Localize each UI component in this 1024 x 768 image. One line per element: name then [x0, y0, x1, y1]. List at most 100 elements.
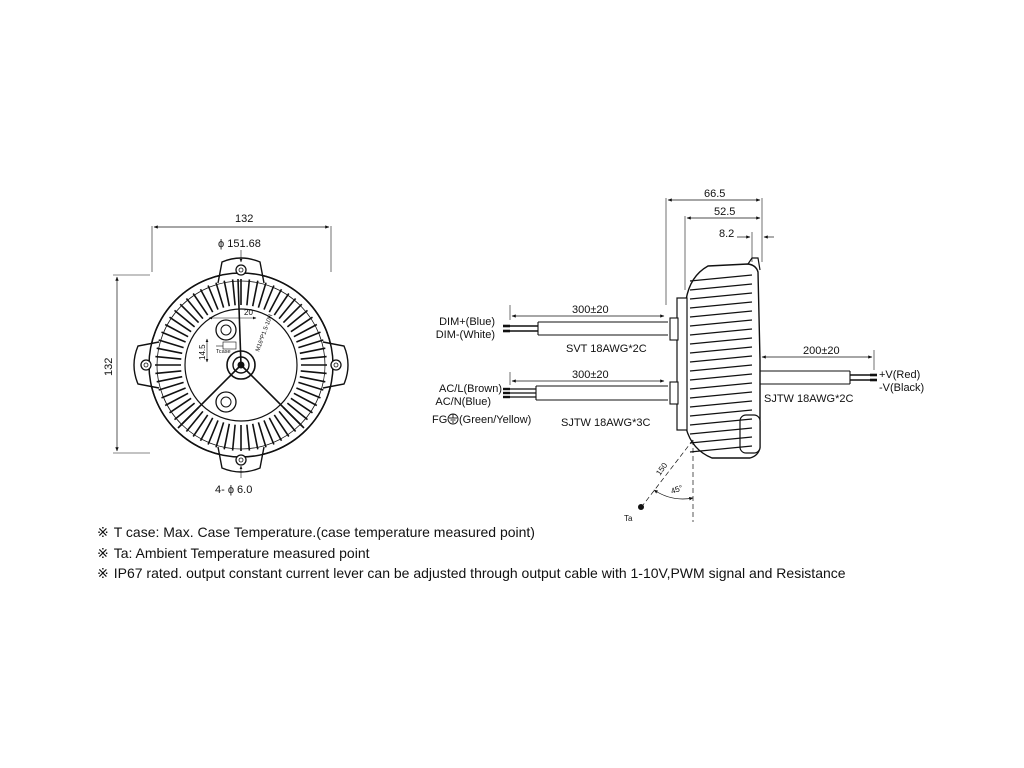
side-fin [689, 445, 753, 453]
ac-gland [669, 381, 679, 405]
side-fin [689, 301, 753, 309]
heatsink-fin [173, 309, 196, 328]
dim-66-5-label: 66.5 [704, 188, 725, 200]
ac-l-wire-label: AC/L(Brown) [439, 383, 502, 395]
heatsink-fin [185, 410, 204, 433]
heatsink-fin [158, 381, 184, 391]
side-fin [689, 409, 753, 417]
note-ta-text: Ta: Ambient Temperature measured point [113, 544, 370, 561]
heatsink-fin [273, 414, 290, 437]
width-label: 132 [235, 213, 253, 225]
notes-list: ※T case: Max. Case Temperature.(case tem… [97, 522, 846, 584]
dim-150-label: 150 [654, 461, 669, 478]
note-mark: ※ [97, 544, 109, 561]
side-fin [689, 382, 753, 390]
mounting-hole-bottom [235, 454, 247, 466]
heatsink-fin [155, 355, 182, 360]
heatsink-fin [231, 279, 236, 306]
dim-52-5-label: 52.5 [714, 206, 735, 218]
side-fin [689, 292, 753, 300]
heatsink-fin [179, 303, 200, 324]
heatsink-fin [257, 282, 267, 308]
mounting-hole-right [330, 359, 342, 371]
heatsink-fin [290, 397, 313, 414]
heatsink-fin [169, 316, 192, 333]
heatsink-fin [293, 323, 318, 338]
ta-label: Ta [624, 514, 633, 523]
dim-20-label: 20 [244, 308, 253, 317]
heatsink-fin [156, 375, 183, 383]
heatsink-fin [223, 423, 231, 450]
heatsink-fin [268, 288, 283, 313]
side-fin [689, 436, 753, 444]
heatsink-fin [278, 410, 297, 433]
note-tcase: ※T case: Max. Case Temperature.(case tem… [97, 522, 846, 543]
heatsink-fin [263, 285, 275, 310]
note-ta: ※Ta: Ambient Temperature measured point [97, 543, 846, 564]
side-fin [689, 283, 753, 291]
heatsink-fin [268, 417, 283, 442]
heatsink-fin [215, 282, 225, 308]
heatsink-fin [300, 370, 327, 375]
note-ip67-text: IP67 rated. output constant current leve… [113, 565, 846, 581]
ta-point-marker [638, 504, 644, 510]
side-fin [689, 427, 753, 435]
side-fin [689, 418, 753, 426]
note-mark: ※ [97, 565, 109, 581]
ac-n-wire-label: AC/N(Blue) [435, 396, 491, 408]
tcase-label: Tcase [216, 349, 231, 355]
fg-wire-suffix: (Green/Yellow) [459, 414, 531, 426]
side-fin [689, 319, 753, 327]
side-view [503, 198, 877, 522]
diameter-label: ϕ 151.68 [218, 238, 261, 250]
heatsink-fin [156, 347, 183, 355]
heatsink-fin [173, 402, 196, 421]
heatsink-fin [169, 397, 192, 414]
dim-minus-wire-label: DIM-(White) [436, 329, 495, 341]
note-tcase-text: T case: Max. Case Temperature.(case temp… [113, 524, 535, 540]
heatsink-fin [296, 387, 321, 399]
heatsink-fin [215, 422, 225, 448]
heatsink-fin [282, 303, 303, 324]
heatsink-fin [299, 347, 326, 355]
mounting-hole-top [235, 264, 247, 276]
heatsink-fin [278, 297, 297, 320]
side-fin [689, 346, 753, 354]
heatsink-fin [299, 375, 326, 383]
dim-14-5-label: 14.5 [198, 344, 207, 360]
heatsink-fin [286, 309, 309, 328]
output-cable-type-label: SJTW 18AWG*2C [764, 393, 853, 405]
heatsink-fin [199, 288, 214, 313]
heatsink-fin [231, 424, 236, 451]
side-fin [689, 391, 753, 399]
side-fin [689, 274, 753, 282]
heatsink-fin [161, 387, 186, 399]
heatsink-fin [298, 339, 324, 349]
side-fin [689, 400, 753, 408]
output-plus-wire-label: +V(Red) [879, 369, 920, 381]
side-fin [689, 328, 753, 336]
output-cable-length-label: 200±20 [803, 345, 840, 357]
heatsink-fin [296, 331, 321, 343]
ac-cable-type-label: SJTW 18AWG*3C [561, 417, 650, 429]
heatsink-fin [246, 279, 251, 306]
heatsink-fin [298, 381, 324, 391]
mounting-holes-label: 4- ϕ 6.0 [215, 484, 252, 496]
heatsink-fin [155, 370, 182, 375]
side-fin [689, 337, 753, 345]
mounting-hole-left [140, 359, 152, 371]
heatsink-fin [192, 293, 209, 316]
heatsink-fin [164, 323, 189, 338]
heatsink-fin [199, 417, 214, 442]
heatsink-fin [293, 392, 318, 407]
heatsink-fin [290, 316, 313, 333]
side-fin [689, 355, 753, 363]
heatsink-fin [246, 424, 251, 451]
heatsink-fin [164, 392, 189, 407]
side-fin [689, 310, 753, 318]
heatsink-fin [185, 297, 204, 320]
heatsink-fin [251, 280, 259, 307]
heatsink-fin [273, 293, 290, 316]
ta-leader [642, 439, 694, 506]
